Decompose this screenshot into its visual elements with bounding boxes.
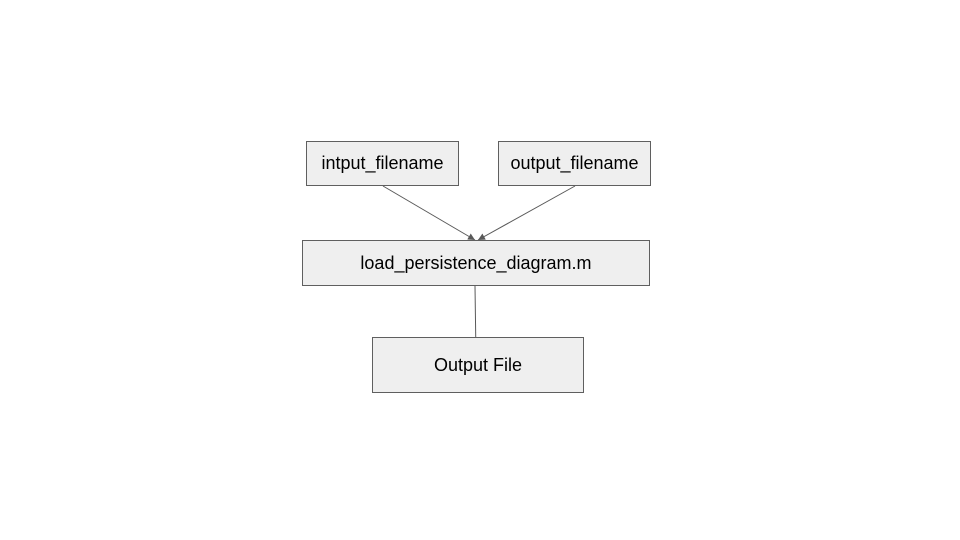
node-output-filename[interactable]: output_filename: [498, 141, 651, 186]
node-load-persistence-diagram[interactable]: load_persistence_diagram.m: [302, 240, 650, 286]
node-input-filename-label: intput_filename: [321, 153, 444, 173]
node-output-file[interactable]: Output File: [372, 337, 584, 393]
node-input-filename[interactable]: intput_filename: [306, 141, 459, 186]
node-output-file-label: Output File: [433, 354, 523, 375]
edge-output-name-to-script: [477, 185, 576, 241]
node-load-persistence-diagram-label: load_persistence_diagram.m: [360, 252, 592, 273]
node-output-filename-label: output_filename: [510, 153, 639, 173]
edge-input-to-script: [382, 185, 476, 241]
